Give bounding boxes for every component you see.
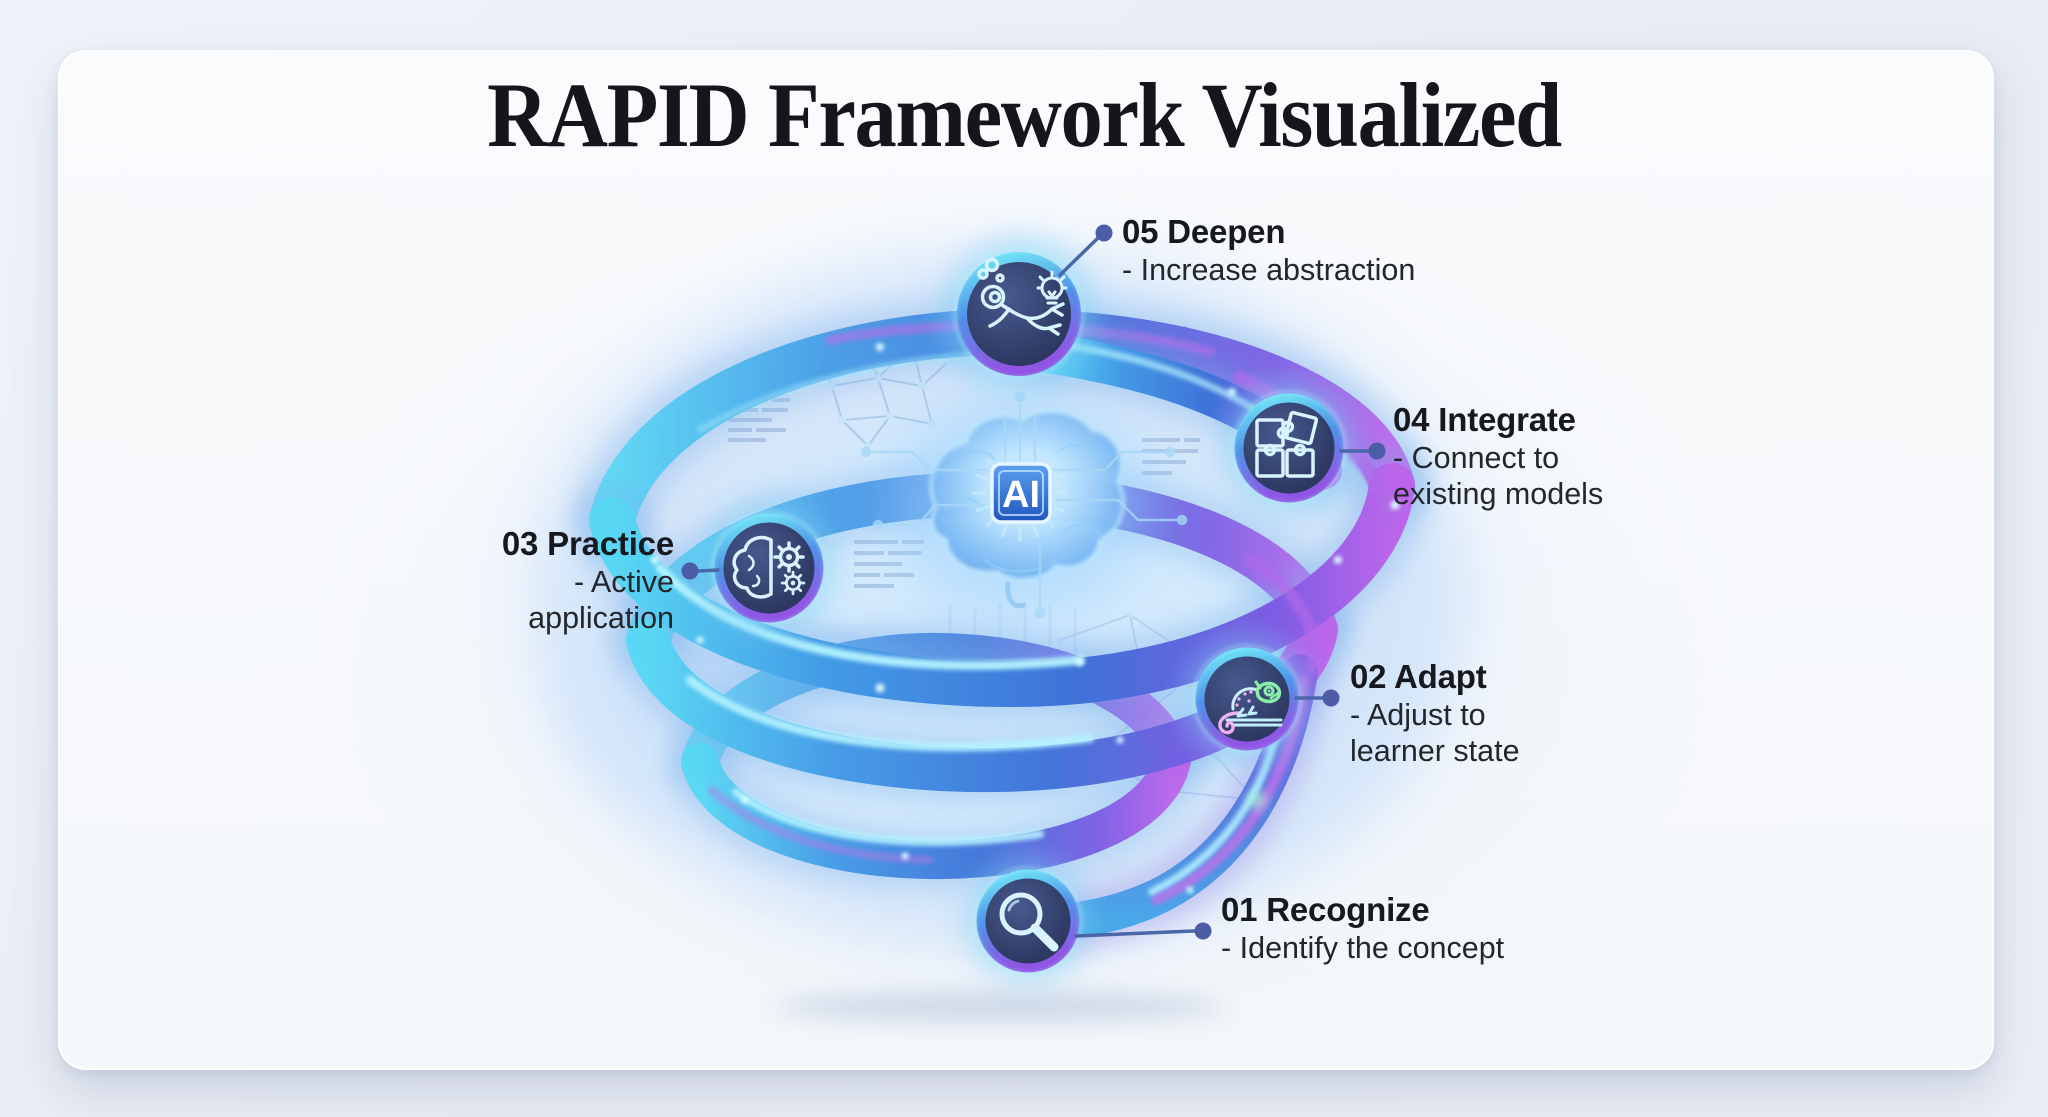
step-04-desc-line2: existing models xyxy=(1393,477,1604,511)
step-label-03: 03 Practice - Active application xyxy=(398,524,674,636)
brain-folds xyxy=(943,443,1104,573)
step-node-02 xyxy=(1181,633,1313,765)
connectors xyxy=(681,224,1386,940)
ground-shadow xyxy=(775,993,1225,1021)
step-01-heading: 01 Recognize xyxy=(1221,891,1430,928)
step-03-desc-line1: - Active xyxy=(573,565,674,599)
step-node-04 xyxy=(1219,378,1359,518)
connector-02 xyxy=(1294,689,1340,707)
connector-05 xyxy=(1058,224,1113,277)
step-04-heading: 04 Integrate xyxy=(1393,401,1576,438)
step-01-desc: - Identify the concept xyxy=(1221,931,1505,965)
page-title: RAPID Framework Visualized xyxy=(487,64,1562,166)
brain-stem xyxy=(1005,581,1028,609)
step-02-heading: 02 Adapt xyxy=(1350,658,1487,695)
brain-gears-icon xyxy=(732,535,806,599)
circuit-traces xyxy=(860,391,1188,619)
step-nodes xyxy=(699,234,1359,987)
step-02-desc-line2: learner state xyxy=(1350,734,1520,768)
ai-chip-label: AI xyxy=(1002,474,1040,516)
connector-04 xyxy=(1339,442,1386,460)
step-03-heading: 03 Practice xyxy=(501,525,674,562)
step-label-01: 01 Recognize - Identify the concept xyxy=(1221,890,1504,966)
step-04-desc-line1: - Connect to xyxy=(1393,441,1560,475)
connector-03 xyxy=(681,562,720,580)
step-node-03 xyxy=(699,498,839,638)
step-05-heading: 05 Deepen xyxy=(1122,213,1286,250)
step-03-desc-line2: application xyxy=(528,601,674,635)
magnifying-glass-icon xyxy=(999,892,1059,952)
step-05-desc: - Increase abstraction xyxy=(1122,253,1416,287)
step-02-desc-line1: - Adjust to xyxy=(1350,698,1486,732)
step-label-02: 02 Adapt - Adjust to learner state xyxy=(1350,657,1520,769)
scuba-diver-lightbulb-icon xyxy=(977,257,1068,336)
connector-01 xyxy=(1074,922,1212,940)
step-label-04: 04 Integrate - Connect to existing model… xyxy=(1393,400,1603,512)
ai-chip xyxy=(990,462,1052,524)
ai-brain-center: AI xyxy=(860,391,1188,619)
puzzle-pieces-icon xyxy=(1255,410,1319,478)
chameleon-icon xyxy=(1218,680,1283,735)
step-node-01 xyxy=(962,855,1094,987)
step-label-05: 05 Deepen - Increase abstraction xyxy=(1122,212,1415,288)
